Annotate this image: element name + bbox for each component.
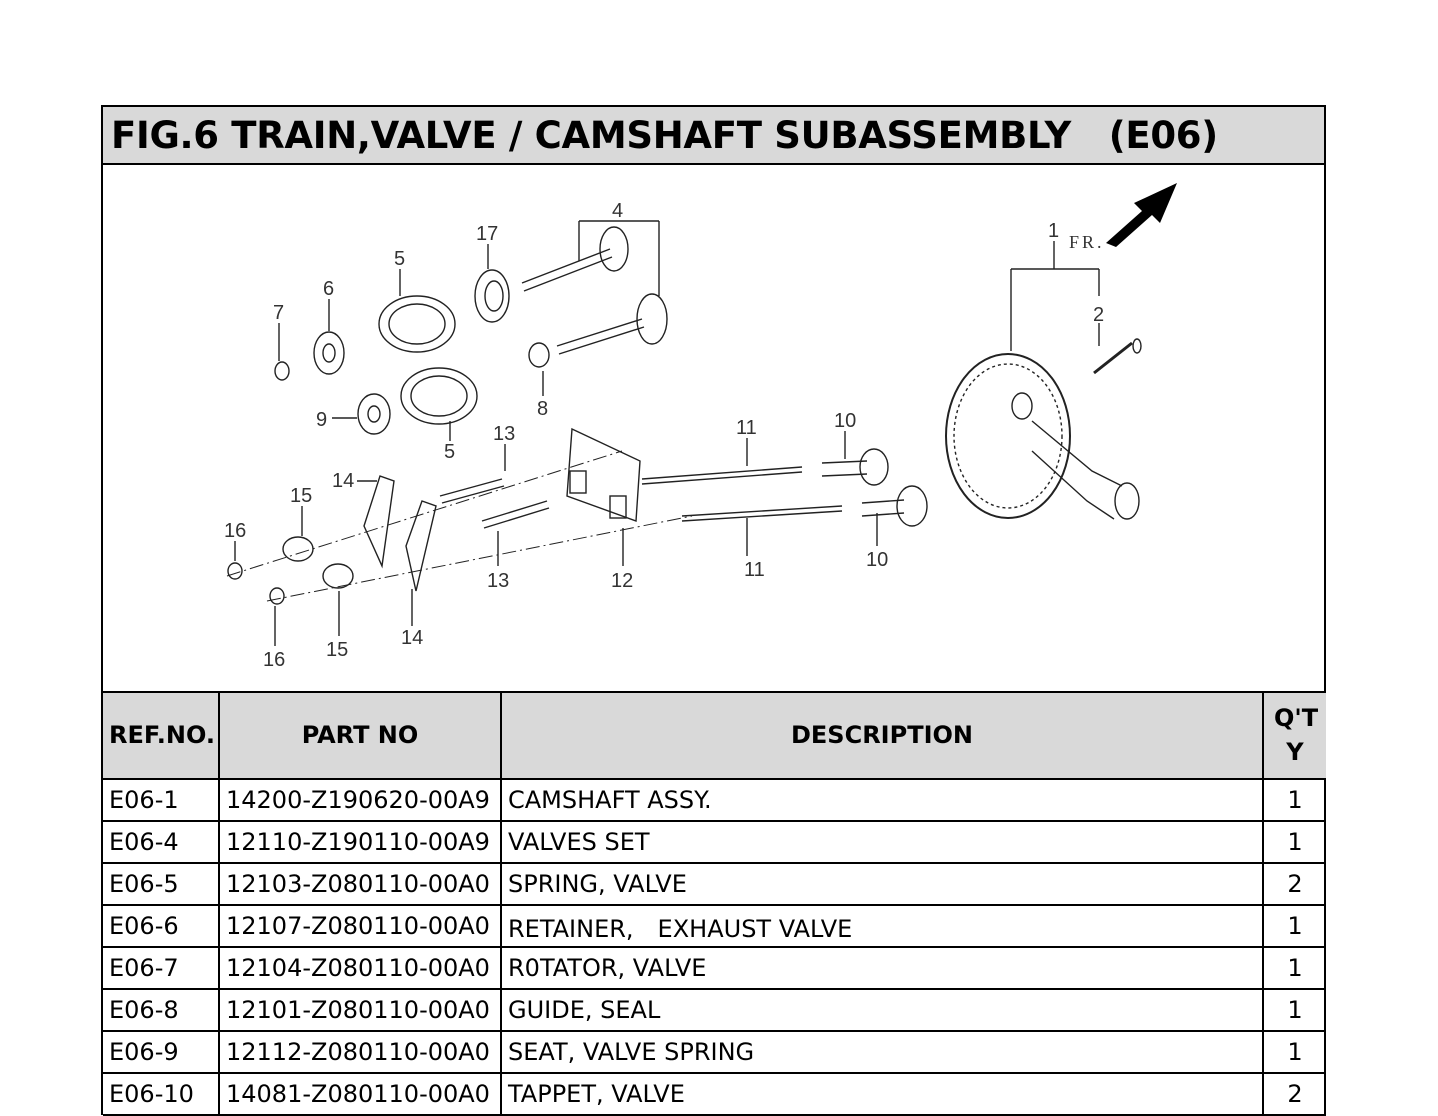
- callout-13b: 13: [487, 570, 509, 592]
- qty: 1: [1262, 820, 1326, 864]
- table-row: E06-5 12103-Z080110-00A0 SPRING, VALVE 2: [103, 862, 1326, 906]
- description: GUIDE, SEAL: [500, 988, 1264, 1032]
- callout-10a: 10: [834, 410, 856, 432]
- callout-5b: 5: [444, 441, 455, 463]
- parts-sheet: FIG.6 TRAIN,VALVE / CAMSHAFT SUBASSEMBLY…: [101, 105, 1326, 1116]
- page-title: FIG.6 TRAIN,VALVE / CAMSHAFT SUBASSEMBLY…: [111, 113, 1218, 157]
- callout-15a: 15: [290, 485, 312, 507]
- qty: 2: [1262, 1072, 1326, 1116]
- title-bar: FIG.6 TRAIN,VALVE / CAMSHAFT SUBASSEMBLY…: [103, 107, 1324, 165]
- callout-13a: 13: [493, 423, 515, 445]
- front-arrow-icon: [1106, 183, 1177, 247]
- part-no: 14081-Z080110-00A0: [218, 1072, 502, 1116]
- header-qty: Q'TY: [1262, 693, 1326, 780]
- callout-4: 4: [612, 200, 623, 222]
- table-row: E06-4 12110-Z190110-00A9 VALVES SET 1: [103, 820, 1326, 864]
- callout-5a: 5: [394, 248, 405, 270]
- qty: 1: [1262, 904, 1326, 948]
- callout-1: 1: [1048, 220, 1059, 242]
- ref-no: E06-1: [103, 778, 220, 822]
- callout-11a: 11: [736, 417, 757, 439]
- table-row: E06-6 12107-Z080110-00A0 RETAINER, EXHAU…: [103, 904, 1326, 948]
- description: SEAT, VALVE SPRING: [500, 1030, 1264, 1074]
- callout-14b: 14: [401, 627, 423, 649]
- description: TAPPET, VALVE: [500, 1072, 1264, 1116]
- header-ref-no: REF.NO.: [103, 693, 220, 780]
- table-row: E06-9 12112-Z080110-00A0 SEAT, VALVE SPR…: [103, 1030, 1326, 1074]
- qty: 1: [1262, 1030, 1326, 1074]
- table-header-row: REF.NO. PART NO DESCRIPTION Q'TY: [103, 693, 1326, 780]
- description: VALVES SET: [500, 820, 1264, 864]
- callout-17: 17: [476, 223, 498, 245]
- callout-15b: 15: [326, 639, 348, 661]
- part-no: 12112-Z080110-00A0: [218, 1030, 502, 1074]
- exploded-diagram: FR. 1 2 4 5 5 6 7 8 9 10 10 11 11 12 13 …: [103, 165, 1324, 693]
- description: RETAINER, EXHAUST VALVE: [500, 904, 1264, 948]
- part-no: 14200-Z190620-00A9: [218, 778, 502, 822]
- callout-12: 12: [611, 570, 633, 592]
- ref-no: E06-9: [103, 1030, 220, 1074]
- part-no: 12110-Z190110-00A9: [218, 820, 502, 864]
- qty: 2: [1262, 862, 1326, 906]
- header-part-no: PART NO: [218, 693, 502, 780]
- ref-no: E06-7: [103, 946, 220, 990]
- exploded-view-drawing: FR. 1 2 4 5 5 6 7 8 9 10 10 11 11 12 13 …: [224, 183, 1177, 671]
- part-no: 12104-Z080110-00A0: [218, 946, 502, 990]
- callout-16a: 16: [224, 520, 246, 542]
- callout-9: 9: [316, 409, 327, 431]
- callout-6: 6: [323, 278, 334, 300]
- parts-table: REF.NO. PART NO DESCRIPTION Q'TY E06-1 1…: [103, 693, 1326, 1116]
- table-row: E06-7 12104-Z080110-00A0 R0TATOR, VALVE …: [103, 946, 1326, 990]
- callout-2: 2: [1093, 304, 1104, 326]
- part-no: 12107-Z080110-00A0: [218, 904, 502, 948]
- callout-14a: 14: [332, 470, 354, 492]
- description: R0TATOR, VALVE: [500, 946, 1264, 990]
- table-row: E06-1 14200-Z190620-00A9 CAMSHAFT ASSY. …: [103, 778, 1326, 822]
- description: SPRING, VALVE: [500, 862, 1264, 906]
- part-no: 12103-Z080110-00A0: [218, 862, 502, 906]
- direction-label: FR.: [1069, 232, 1105, 252]
- qty: 1: [1262, 946, 1326, 990]
- ref-no: E06-6: [103, 904, 220, 948]
- callout-numbers: 1 2 4 5 5 6 7 8 9 10 10 11 11 12 13 13 1…: [224, 200, 1104, 671]
- callout-8: 8: [537, 398, 548, 420]
- callout-7: 7: [273, 302, 284, 324]
- ref-no: E06-8: [103, 988, 220, 1032]
- ref-no: E06-10: [103, 1072, 220, 1116]
- ref-no: E06-4: [103, 820, 220, 864]
- qty: 1: [1262, 988, 1326, 1032]
- table-row: E06-10 14081-Z080110-00A0 TAPPET, VALVE …: [103, 1072, 1326, 1116]
- callout-10b: 10: [866, 549, 888, 571]
- callout-11b: 11: [744, 559, 765, 581]
- table-row: E06-8 12101-Z080110-00A0 GUIDE, SEAL 1: [103, 988, 1326, 1032]
- ref-no: E06-5: [103, 862, 220, 906]
- header-description: DESCRIPTION: [500, 693, 1264, 780]
- description: CAMSHAFT ASSY.: [500, 778, 1264, 822]
- qty: 1: [1262, 778, 1326, 822]
- part-no: 12101-Z080110-00A0: [218, 988, 502, 1032]
- callout-16b: 16: [263, 649, 285, 671]
